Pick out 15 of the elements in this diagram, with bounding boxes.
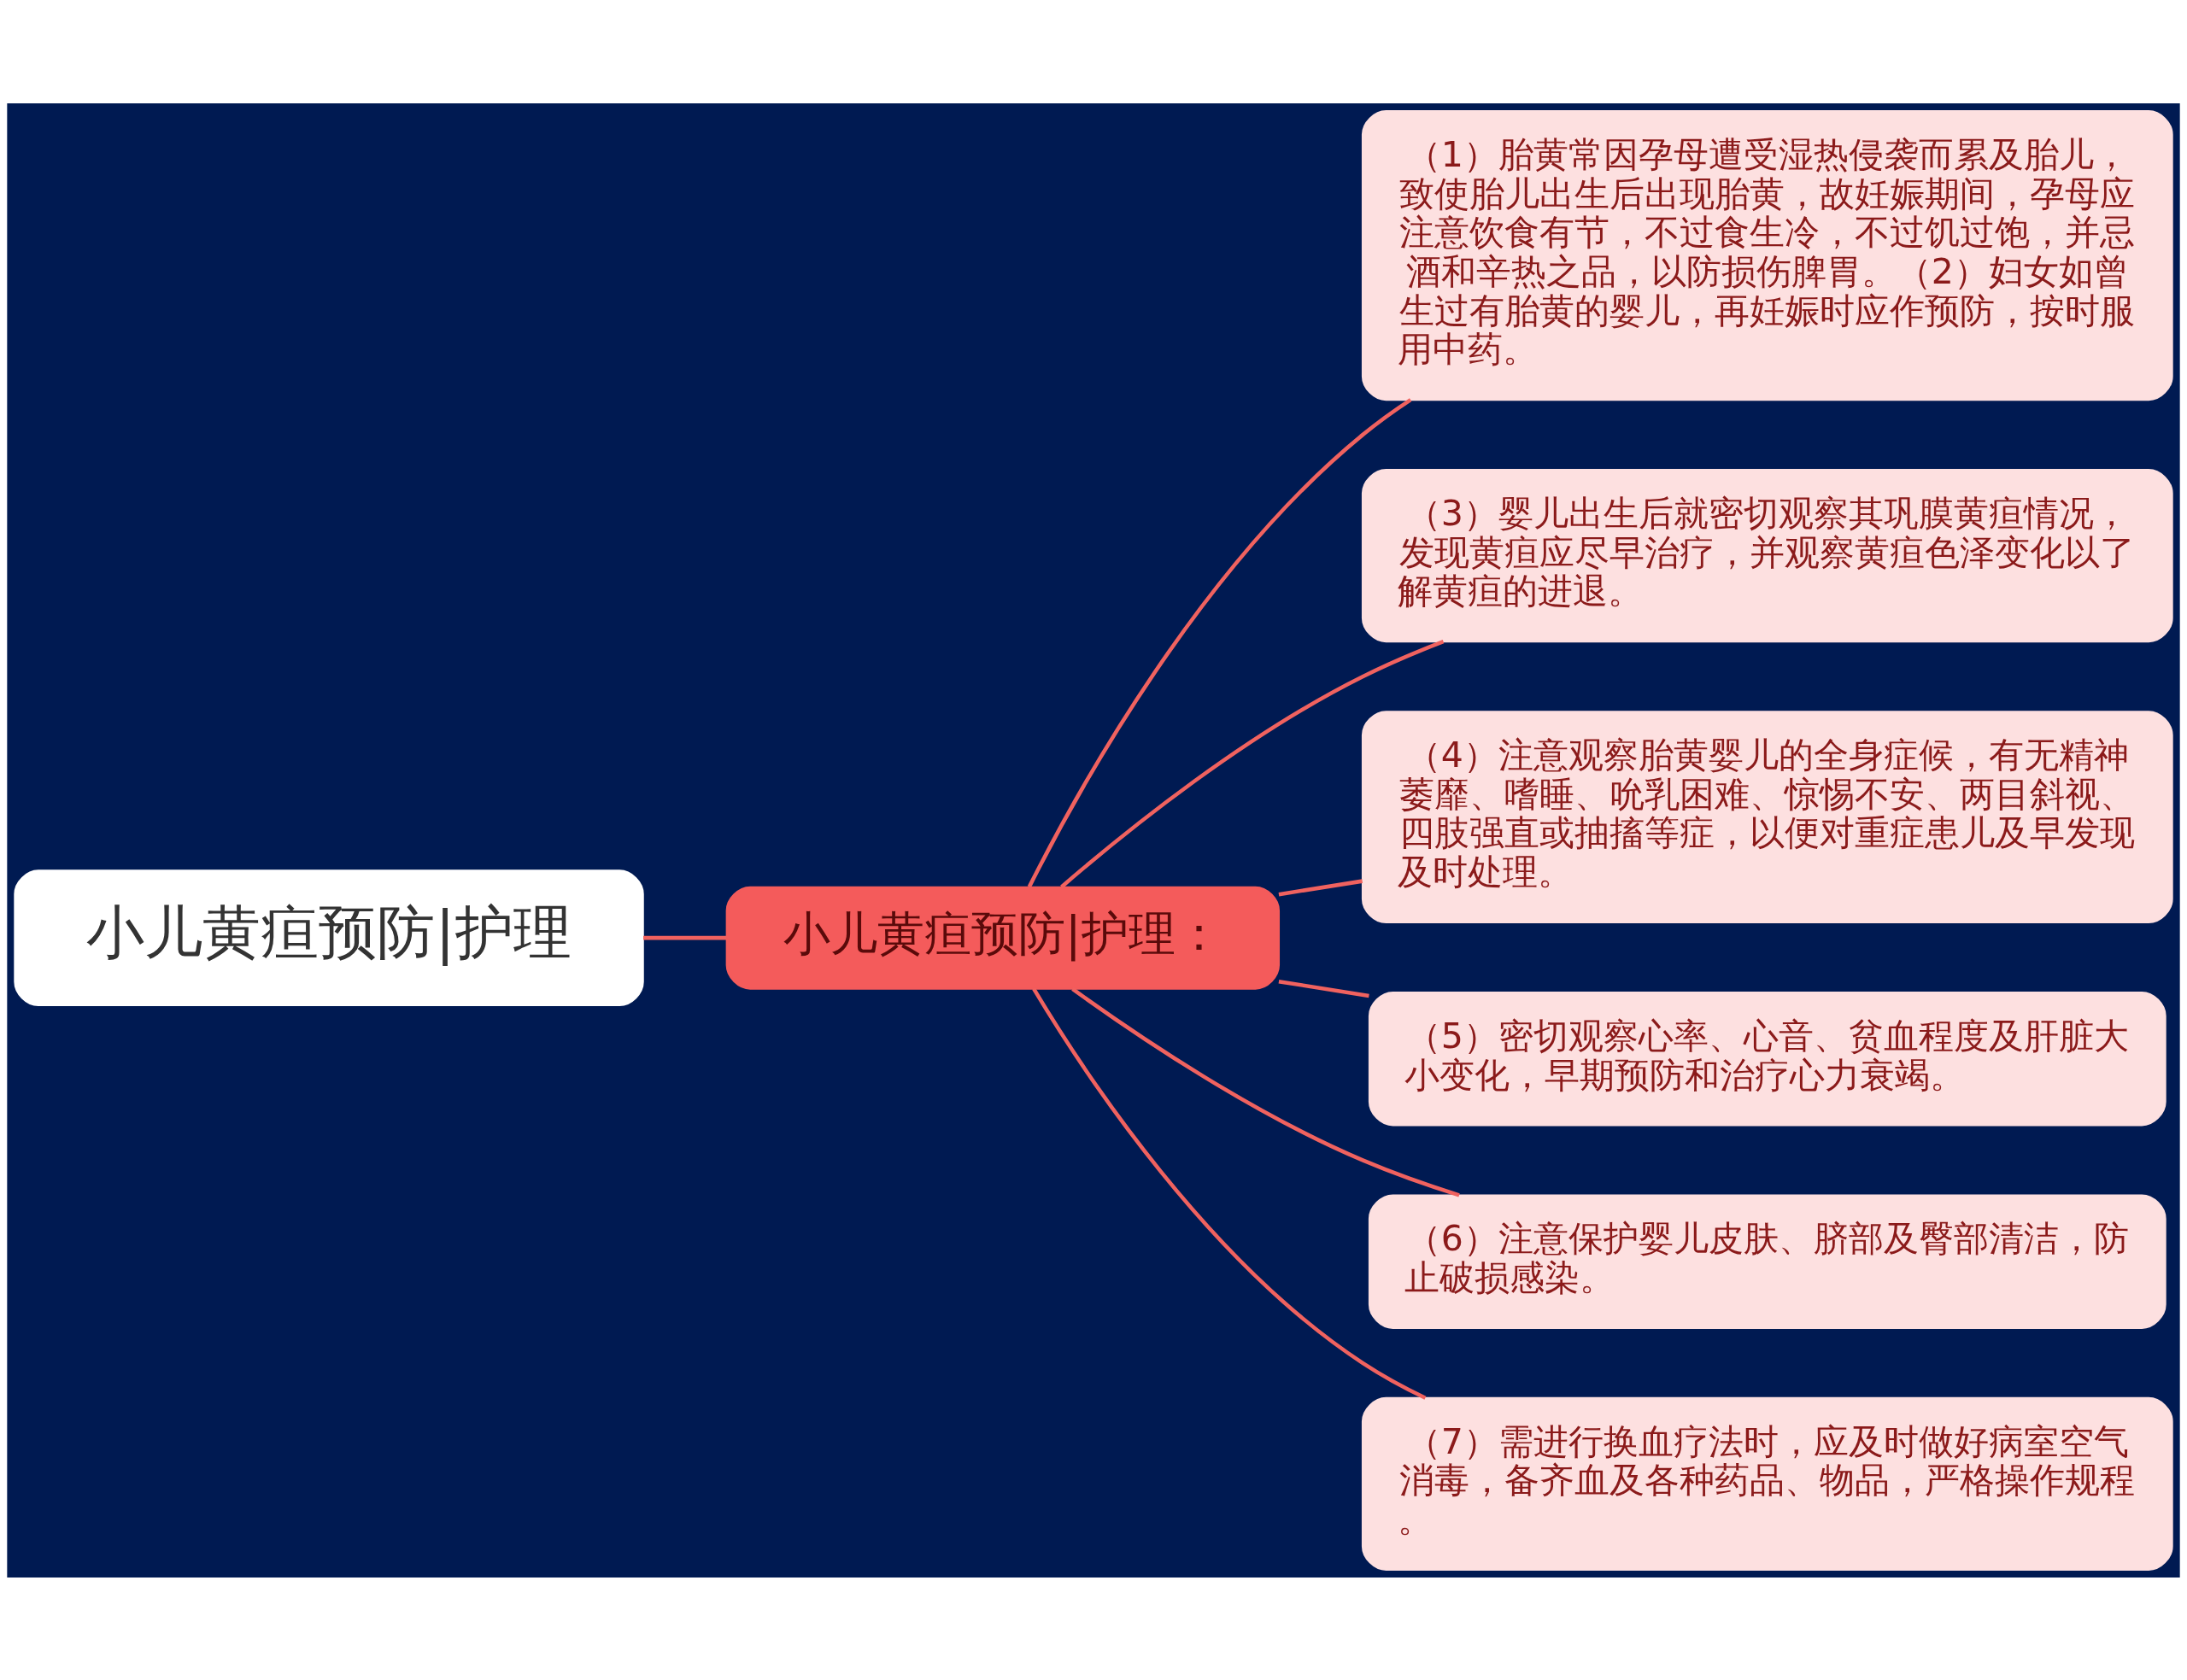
- node-box: （4）注意观察胎黄婴儿的全身症候，有无精神萎靡、嗜睡、吮乳困难、惊惕不安、两目斜视、四肢强直或抽搐等症，以便对重症患儿及早发现及时处理。: [1361, 710, 2173, 923]
- connector: [1071, 986, 1460, 1197]
- node-box: 小儿黄疸预防|护理: [14, 869, 644, 1006]
- connector: [1027, 397, 1412, 887]
- node-box: （5）密切观察心率、心音、贫血程度及肝脏大小变化，早期预防和治疗心力衰竭。: [1368, 991, 2166, 1126]
- node-box: 小儿黄疸预防|护理：: [725, 886, 1281, 990]
- connector: [1060, 639, 1445, 888]
- connector: [1032, 986, 1427, 1400]
- node-box: （7）需进行换血疗法时，应及时做好病室空气消毒，备齐血及各种药品、物品，严格操作规程。: [1361, 1396, 2173, 1571]
- connector: [1278, 878, 1363, 896]
- node-box: （1）胎黄常因孕母遭受湿热侵袭而累及胎儿，致使胎儿出生后出现胎黄，故妊娠期间，孕母应注意饮食有节，不过食生冷，不过饥过饱，并忌酒和辛热之品，以防损伤脾胃。（2）妇女如曾生过有胎黄的婴儿，再妊娠时应作预防，按时服用中药。: [1361, 109, 2173, 401]
- node-box: （3）婴儿出生后就密切观察其巩膜黄疸情况，发现黄疸应尽早治疗，并观察黄疸色泽变化以了解黄疸的进退。: [1361, 468, 2173, 642]
- connector: [643, 935, 727, 940]
- connector: [1278, 979, 1369, 998]
- node-box: （6）注意保护婴儿皮肤、脐部及臀部清洁，防止破损感染。: [1368, 1193, 2166, 1329]
